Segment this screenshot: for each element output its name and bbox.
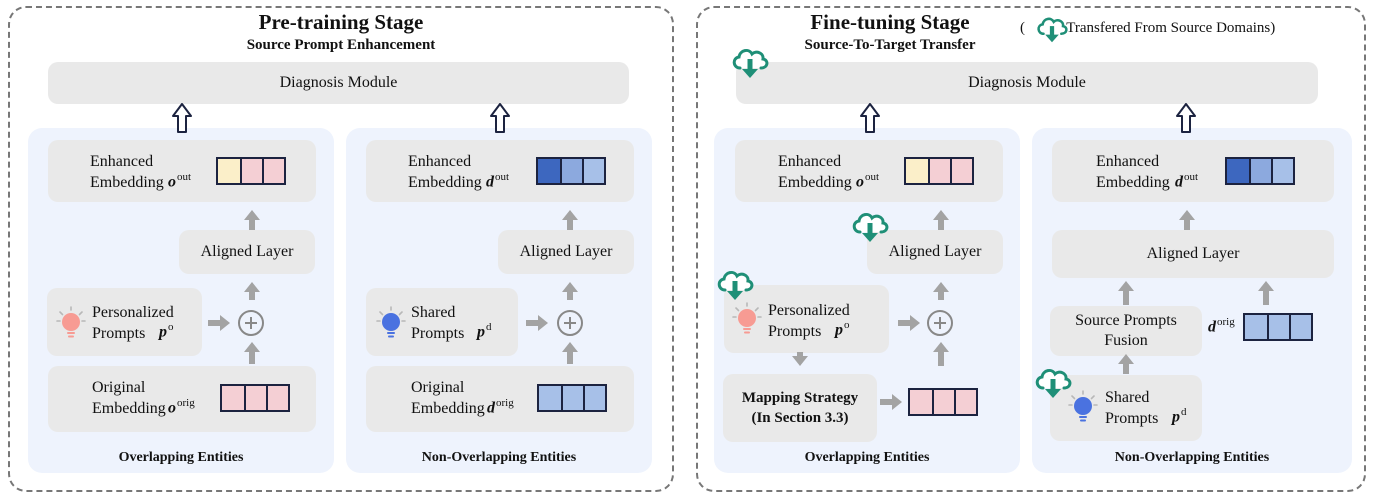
enhanced-label-1: Enhanced [778, 153, 842, 170]
original-symbol: dorig [1208, 316, 1235, 336]
vector-cell [218, 159, 240, 183]
original-label-2: Embedding [411, 400, 485, 417]
mapping-label-1: Mapping Strategy [741, 390, 859, 406]
finetuning-subtitle: Source-To-Target Transfer [804, 37, 976, 53]
prompts-label-2: Prompts [1105, 410, 1159, 427]
finetuning-title: Fine-tuning Stage [810, 10, 970, 34]
prompts-label-1: Personalized [768, 302, 850, 319]
vector-cell [539, 386, 561, 410]
vector-cell [262, 159, 284, 183]
enhanced-label-1: Enhanced [90, 153, 154, 170]
enhanced-label-2: Embedding [408, 174, 482, 191]
vector-cell [266, 386, 288, 410]
vector-cell [906, 159, 928, 183]
prompts-label-1: Shared [411, 304, 456, 321]
prompt-symbol: po [159, 321, 174, 341]
aligned-layer-box: Aligned Layer [867, 230, 1003, 274]
enhanced-label-2: Embedding [90, 174, 164, 191]
legend: ( Transfered From Source Domains) [1020, 20, 1275, 37]
original-vector [220, 384, 290, 412]
prompts-label-1: Shared [1105, 389, 1150, 406]
vector-cell [928, 159, 950, 183]
output-symbol: dout [1175, 171, 1199, 191]
pretraining-subtitle: Source Prompt Enhancement [246, 37, 436, 53]
non-overlapping-footer: Non-Overlapping Entities [421, 450, 577, 465]
aligned-layer-box: Aligned Layer [179, 230, 315, 274]
output-vector [904, 157, 974, 185]
original-vector [1243, 313, 1313, 341]
enhanced-label-2: Embedding [778, 174, 852, 191]
fusion-label-1: Source Prompts [1075, 312, 1177, 329]
vector-cell [910, 390, 932, 414]
vector-cell [244, 386, 266, 410]
original-vector [537, 384, 607, 412]
overlapping-footer: Overlapping Entities [804, 450, 930, 465]
vector-cell [240, 159, 262, 183]
legend-open-paren: ( [1020, 20, 1025, 36]
vector-cell [222, 386, 244, 410]
add-operator [927, 310, 953, 336]
vector-cell [1227, 159, 1249, 183]
vector-cell [1289, 315, 1311, 339]
prompts-label-1: Personalized [92, 304, 174, 321]
enhanced-label-1: Enhanced [408, 153, 472, 170]
diagnosis-module: Diagnosis Module [48, 62, 629, 104]
finetuning-stage [696, 6, 1366, 492]
vector-cell [560, 159, 582, 183]
vector-cell [1245, 315, 1267, 339]
diagnosis-module: Diagnosis Module [736, 62, 1318, 104]
vector-cell [538, 159, 560, 183]
original-symbol: dorig [487, 397, 514, 417]
output-vector [216, 157, 286, 185]
prompt-symbol: pd [1172, 406, 1187, 426]
pretraining-title: Pre-training Stage [258, 10, 424, 34]
output-symbol: oout [856, 171, 880, 191]
vector-cell [1271, 159, 1293, 183]
non-overlapping-footer: Non-Overlapping Entities [1114, 450, 1270, 465]
mapping-label-2: (In Section 3.3) [751, 410, 849, 426]
original-label-1: Original [92, 379, 146, 396]
original-label-2: Embedding [92, 400, 166, 417]
prompts-label-2: Prompts [92, 325, 146, 342]
aligned-layer-box: Aligned Layer [1052, 230, 1334, 278]
original-symbol: oorig [168, 397, 195, 417]
add-operator [557, 310, 583, 336]
enhanced-label-1: Enhanced [1096, 153, 1160, 170]
output-symbol: oout [168, 171, 192, 191]
prompt-symbol: pd [477, 321, 492, 341]
prompt-symbol: po [835, 319, 850, 339]
vector-cell [561, 386, 583, 410]
vector-cell [1249, 159, 1271, 183]
vector-cell [582, 159, 604, 183]
output-vector [536, 157, 606, 185]
aligned-layer-box: Aligned Layer [498, 230, 634, 274]
vector-cell [583, 386, 605, 410]
legend-text: Transfered From Source Domains) [1066, 20, 1276, 36]
prompts-label-2: Prompts [768, 323, 822, 340]
prompts-label-2: Prompts [411, 325, 465, 342]
enhanced-label-2: Embedding [1096, 174, 1170, 191]
source-prompts-fusion-box: Source Prompts Fusion [1050, 306, 1202, 356]
vector-cell [932, 390, 954, 414]
output-vector [1225, 157, 1295, 185]
vector-cell [950, 159, 972, 183]
mapping-strategy-box: Mapping Strategy (In Section 3.3) [723, 374, 877, 442]
original-label-1: Original [411, 379, 465, 396]
pretraining-stage [8, 6, 674, 492]
output-symbol: dout [486, 171, 510, 191]
fusion-label-2: Fusion [1104, 332, 1148, 349]
vector-cell [954, 390, 976, 414]
mapped-vector [908, 388, 978, 416]
add-operator [238, 310, 264, 336]
vector-cell [1267, 315, 1289, 339]
overlapping-footer: Overlapping Entities [118, 450, 244, 465]
